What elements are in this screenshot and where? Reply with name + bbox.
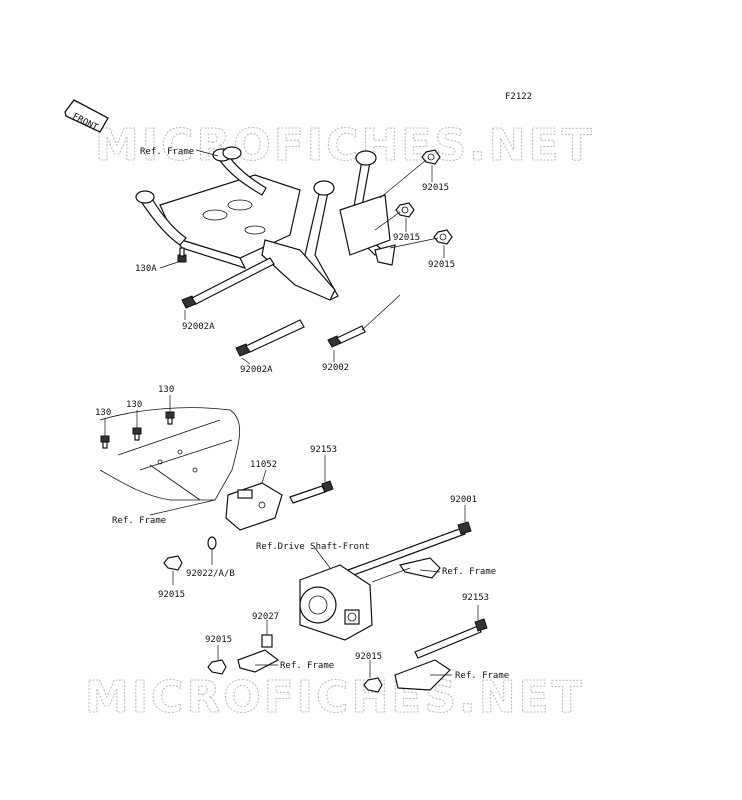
bolt-130-b xyxy=(132,427,142,441)
bracket-right-upper xyxy=(398,557,441,579)
leader-lines-lower xyxy=(104,395,479,678)
label-130-c: 130 xyxy=(158,385,174,395)
bracket-lower-left xyxy=(237,649,280,673)
label-ref-drive-shaft-front: Ref.Drive Shaft-Front xyxy=(256,542,370,552)
label-ref-frame-2: Ref. Frame xyxy=(112,516,166,526)
label-92153-lower: 92153 xyxy=(462,593,489,603)
bracket-11052 xyxy=(225,482,283,531)
nut-92015-a xyxy=(421,149,441,165)
nut-92015-e xyxy=(207,659,227,675)
front-drive-housing xyxy=(299,564,373,641)
bolt-130-a xyxy=(100,435,110,449)
label-ref-frame-5: Ref. Frame xyxy=(455,671,509,681)
label-92015-c: 92015 xyxy=(428,260,455,270)
nut-92015-b xyxy=(395,202,415,218)
bracket-lower-right xyxy=(394,659,451,691)
label-ref-frame-1: Ref. Frame xyxy=(140,147,194,157)
lower-frame-outline xyxy=(99,407,241,501)
spacer-92027 xyxy=(261,634,273,648)
label-130A: 130A xyxy=(135,264,157,274)
watermark-bottom: MICROFICHES.NET xyxy=(85,672,585,723)
washer-92022 xyxy=(207,536,217,550)
nut-92015-f xyxy=(363,677,383,693)
label-92001: 92001 xyxy=(450,495,477,505)
label-92022AB: 92022/A/B xyxy=(186,569,235,579)
bolt-130A xyxy=(177,247,187,263)
leader-lines-upper xyxy=(159,149,445,365)
nut-92015-d xyxy=(163,555,183,571)
label-92015-f: 92015 xyxy=(355,652,382,662)
label-92015-b: 92015 xyxy=(393,233,420,243)
front-arrow-icon: FRONT xyxy=(64,99,109,134)
label-130-a: 130 xyxy=(95,408,111,418)
bolt-92002A-lower xyxy=(235,319,305,357)
bolt-92153-lower xyxy=(414,618,488,659)
bolt-130-c xyxy=(165,411,175,425)
watermark-top: MICROFICHES.NET xyxy=(95,120,595,171)
label-92015-d: 92015 xyxy=(158,590,185,600)
label-92002A-upper: 92002A xyxy=(182,322,215,332)
label-ref-frame-3: Ref. Frame xyxy=(442,567,496,577)
bolt-92153-upper xyxy=(289,480,334,504)
label-92015-e: 92015 xyxy=(205,635,232,645)
label-ref-frame-4: Ref. Frame xyxy=(280,661,334,671)
diagram-id: F2122 xyxy=(505,92,532,102)
label-11052: 11052 xyxy=(250,460,277,470)
nut-92015-c xyxy=(433,229,453,245)
label-92002: 92002 xyxy=(322,363,349,373)
label-92015-a: 92015 xyxy=(422,183,449,193)
label-92002A-lower: 92002A xyxy=(240,365,273,375)
label-92027: 92027 xyxy=(252,612,279,622)
label-130-b: 130 xyxy=(126,400,142,410)
bolt-92002 xyxy=(327,325,366,348)
engine-mount-frame xyxy=(135,146,396,301)
label-92153-upper: 92153 xyxy=(310,445,337,455)
bolt-92002A-upper xyxy=(181,257,275,309)
